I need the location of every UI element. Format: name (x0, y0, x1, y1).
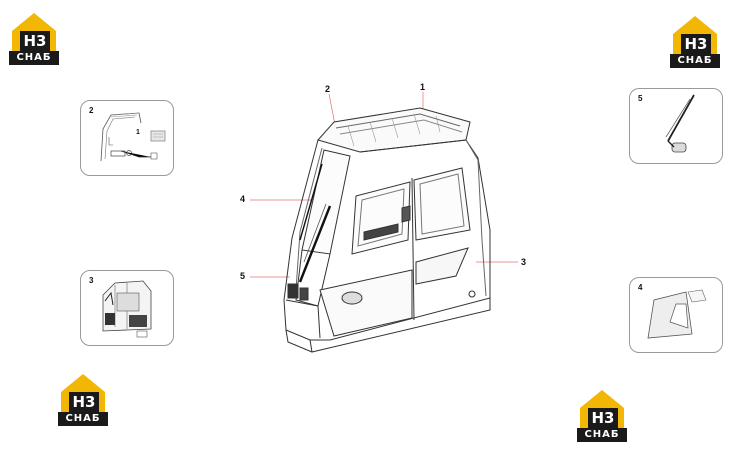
brand-logo-bottom-right: H3 СНАБ (574, 386, 630, 442)
inset-detail-4[interactable]: 4 (629, 277, 723, 353)
logo-house-icon: H3 (12, 13, 56, 53)
logo-house-icon: H3 (673, 16, 717, 56)
logo-caption: СНАБ (9, 51, 59, 65)
inset-number: 5 (638, 94, 643, 103)
logo-caption: СНАБ (670, 54, 720, 68)
callout-5: 5 (240, 271, 246, 281)
brand-logo-top-right: H3 СНАБ (667, 12, 723, 68)
inset-number: 2 (89, 106, 94, 115)
inset-detail-5[interactable]: 5 (629, 88, 723, 164)
logo-caption: СНАБ (577, 428, 627, 442)
cab-outline (283, 107, 491, 353)
inset-detail-2[interactable]: 2 1 (80, 100, 174, 176)
logo-house-icon: H3 (580, 390, 624, 430)
callout-4: 4 (240, 194, 246, 204)
callout-3: 3 (521, 257, 527, 267)
callout-2: 2 (325, 84, 331, 94)
logo-mark-text: H3 (24, 32, 47, 50)
callout-1: 1 (420, 82, 426, 92)
logo-mark-text: H3 (685, 35, 708, 53)
cab-thumbnail (102, 280, 152, 338)
logo-caption: СНАБ (58, 412, 108, 426)
logo-mark-text: H3 (592, 409, 615, 427)
wiper-arm-thumbnail (665, 94, 695, 153)
brand-logo-bottom-left: H3 СНАБ (55, 370, 111, 426)
wiper-blades (298, 163, 332, 283)
wiper-assembly-thumbnail (100, 112, 166, 162)
sunshade-panel-thumbnail (647, 289, 707, 339)
inset-detail-3[interactable]: 3 (80, 270, 174, 346)
inset-number: 3 (89, 276, 94, 285)
inset-part-label: 1 (136, 129, 140, 136)
logo-house-icon: H3 (61, 374, 105, 414)
brand-logo-top-left: H3 СНАБ (6, 9, 62, 65)
logo-mark-text: H3 (73, 393, 96, 411)
inset-number: 4 (638, 283, 643, 292)
